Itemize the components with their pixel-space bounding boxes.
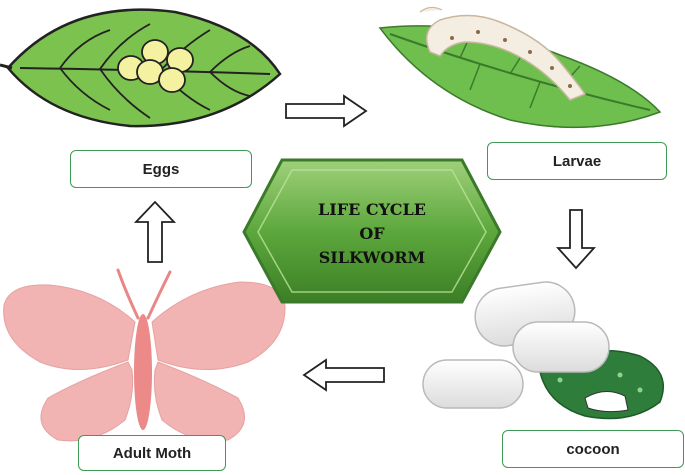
- cocoons-icon: [422, 281, 664, 420]
- title-line-1: LIFE CYCLE: [318, 200, 426, 219]
- title-hexagon: [242, 158, 502, 304]
- arrow-moth-to-eggs: [133, 200, 177, 263]
- label-larvae: Larvae: [487, 142, 667, 180]
- title-line-2: OF: [359, 224, 385, 243]
- label-eggs: Eggs: [70, 150, 252, 188]
- title-line-3: SILKWORM: [318, 248, 426, 267]
- label-adult-moth: Adult Moth: [78, 435, 226, 471]
- diagram-title: LIFE CYCLE OF SILKWORM: [250, 182, 494, 286]
- moth-icon: [3, 268, 286, 442]
- arrow-larvae-to-cocoon: [555, 209, 597, 270]
- arrow-eggs-to-larvae: [285, 94, 368, 128]
- leaf-with-larvae-icon: [378, 6, 662, 129]
- label-cocoon: cocoon: [502, 430, 684, 468]
- leaf-with-eggs-icon: [0, 8, 282, 128]
- arrow-cocoon-to-moth: [302, 358, 385, 392]
